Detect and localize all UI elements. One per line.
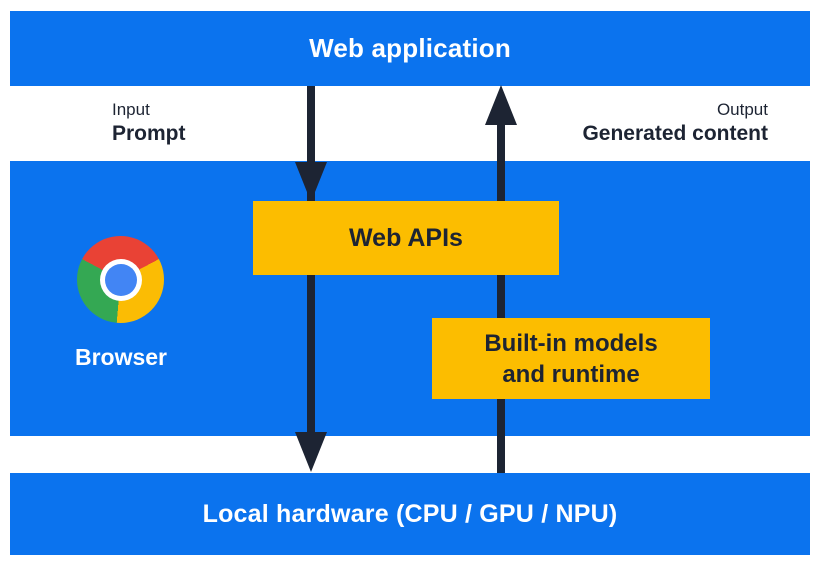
local-hardware-bar: Local hardware (CPU / GPU / NPU): [10, 473, 810, 555]
output-flow-arrow-line: [497, 121, 505, 473]
built-in-models-label-line2: and runtime: [502, 360, 640, 388]
web-apis-label: Web APIs: [349, 223, 463, 252]
built-in-models-label-line1: Built-in models: [484, 329, 658, 357]
input-caption: Input: [112, 100, 150, 119]
web-application-bar: Web application: [10, 11, 810, 86]
prompt-label: Prompt: [112, 122, 186, 145]
output-label-group: Output Generated content: [582, 99, 768, 147]
input-label-group: Input Prompt: [112, 99, 186, 147]
chrome-browser-icon: [77, 236, 164, 323]
generated-content-label: Generated content: [582, 122, 768, 145]
input-flow-arrowhead-upper: [295, 162, 327, 202]
built-in-models-box: Built-in models and runtime: [432, 318, 710, 399]
web-apis-box: Web APIs: [253, 201, 559, 275]
chrome-icon-blue-core: [104, 263, 137, 296]
output-caption: Output: [716, 100, 768, 119]
web-application-label: Web application: [309, 33, 511, 63]
local-hardware-label: Local hardware (CPU / GPU / NPU): [202, 499, 618, 528]
output-flow-arrowhead: [485, 85, 517, 125]
browser-label: Browser: [74, 344, 168, 370]
input-flow-arrowhead-lower: [295, 432, 327, 472]
